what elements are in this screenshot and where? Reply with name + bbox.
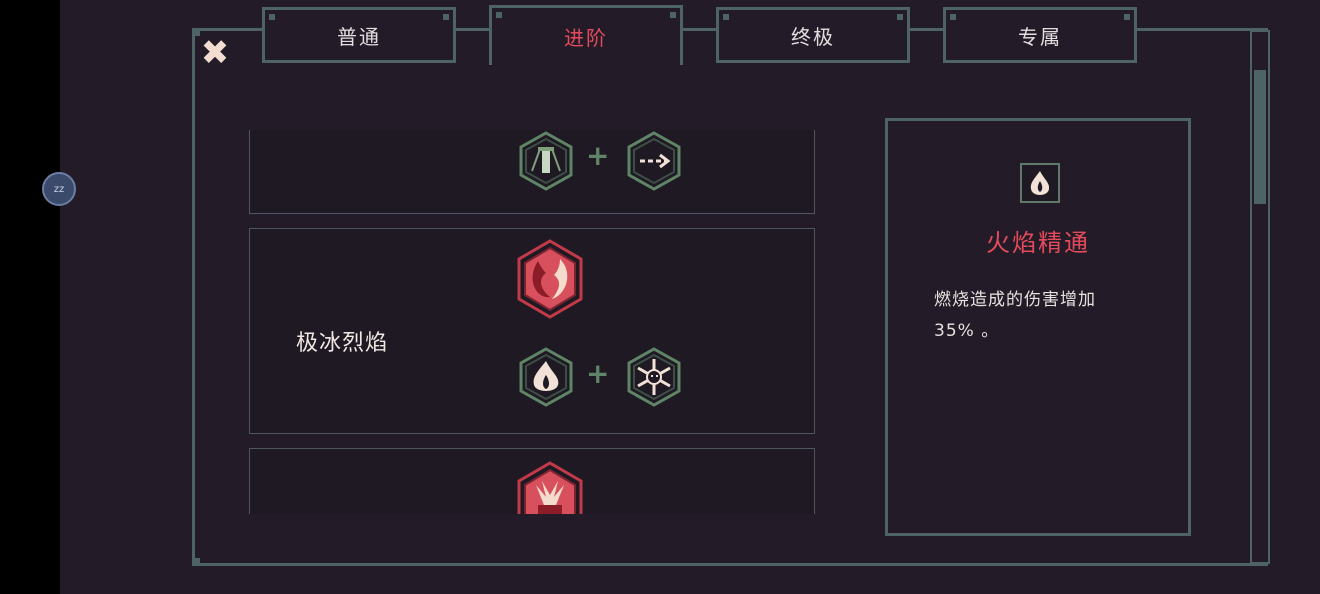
recipe-card[interactable]: +: [249, 130, 815, 214]
floating-button-label: zz: [53, 183, 65, 195]
description-line: 35% 。: [934, 321, 1000, 341]
snowflake-skull-icon: [627, 347, 681, 407]
tab-exclusive[interactable]: 专属: [943, 7, 1137, 63]
close-icon: ✖: [200, 33, 230, 73]
tab-ultimate[interactable]: 终极: [716, 7, 910, 63]
recipe-card[interactable]: 极冰烈焰 +: [249, 228, 815, 434]
detail-panel: 火焰精通 燃烧造成的伤害增加 35% 。: [885, 118, 1191, 536]
fire-ice-swirl-icon: [517, 239, 583, 319]
flame-icon: [519, 347, 573, 407]
lantern-icon: [519, 131, 573, 191]
red-burst-icon: [517, 461, 583, 514]
detail-icon-frame: [1020, 163, 1060, 203]
skill-title: 火焰精通: [986, 229, 1090, 257]
close-button[interactable]: ✖: [200, 36, 230, 70]
recipe-card[interactable]: [249, 448, 815, 514]
tab-label: 普通: [337, 24, 381, 49]
skill-description: 燃烧造成的伤害增加 35% 。: [934, 285, 1164, 347]
left-black-bar: [0, 0, 60, 594]
plus-sign: +: [586, 357, 610, 390]
flame-icon: [1030, 171, 1050, 195]
recipe-name: 极冰烈焰: [296, 331, 389, 356]
tab-advanced[interactable]: 进阶: [489, 5, 683, 65]
tab-normal[interactable]: 普通: [262, 7, 456, 63]
arrow-dash-icon: [627, 131, 681, 191]
tab-label: 专属: [1018, 24, 1062, 49]
tab-label: 终极: [791, 24, 835, 49]
recipe-list[interactable]: + 极冰烈焰 +: [249, 130, 817, 514]
panel-corner: [192, 28, 200, 36]
panel-corner: [192, 558, 200, 566]
floating-assist-button[interactable]: zz: [42, 172, 76, 206]
tab-label: 进阶: [564, 26, 608, 50]
description-line: 燃烧造成的伤害增加: [934, 290, 1096, 310]
plus-sign: +: [586, 139, 610, 172]
scrollbar-thumb[interactable]: [1254, 70, 1266, 204]
